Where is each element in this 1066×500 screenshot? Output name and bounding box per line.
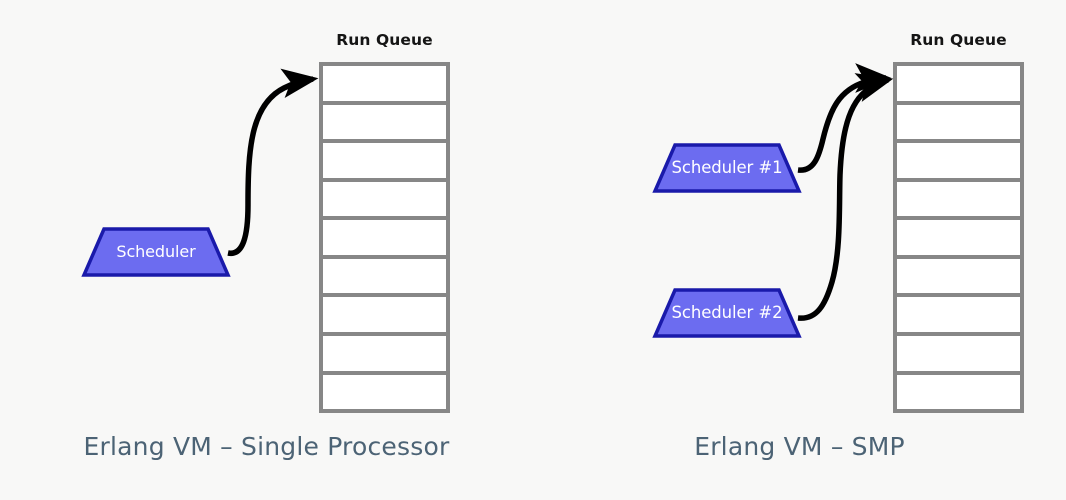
trapezoid-shape (652, 288, 802, 338)
run-queue-cell (319, 293, 450, 336)
arrow-scheduler-to-queue (227, 68, 319, 256)
run-queue-cell (319, 139, 450, 182)
run-queue-cell (893, 100, 1024, 144)
run-queue (319, 62, 450, 414)
scheduler-node[interactable]: Scheduler (81, 227, 231, 277)
arrow-scheduler-2-to-queue (797, 73, 894, 321)
run-queue-cell (319, 370, 450, 414)
panel-caption: Erlang VM – Single Processor (83, 432, 450, 461)
panel-single-processor: Run Queue Scheduler Erlang VM – Single P… (81, 31, 450, 461)
scheduler-1-node[interactable]: Scheduler #1 (652, 143, 802, 193)
arrow-layer (227, 68, 319, 256)
run-queue-cell (893, 254, 1024, 298)
run-queue-cell (893, 216, 1024, 259)
panel-smp: Run Queue Scheduler #1 Scheduler #2 (533, 0, 1066, 500)
run-queue-title: Run Queue (336, 31, 433, 49)
run-queue-title: Run Queue (910, 31, 1007, 49)
run-queue-cell (893, 177, 1024, 221)
scheduler-1-label: Scheduler #1 (671, 157, 783, 177)
run-queue-cell (319, 62, 450, 105)
run-queue-cell (893, 293, 1024, 336)
panel-caption: Erlang VM – SMP (694, 432, 905, 461)
run-queue-cell (893, 139, 1024, 182)
trapezoid-shape (81, 227, 231, 277)
run-queue (893, 62, 1024, 414)
run-queue-cell (893, 370, 1024, 414)
arrow-scheduler-1-to-queue (797, 63, 892, 173)
run-queue-cell (893, 331, 1024, 375)
run-queue-cell (319, 216, 450, 259)
run-queue-cell (319, 100, 450, 144)
run-queue-cell (319, 331, 450, 375)
run-queue-cell (893, 62, 1024, 105)
scheduler-2-node[interactable]: Scheduler #2 (652, 288, 802, 338)
scheduler-label: Scheduler (116, 242, 196, 261)
run-queue-cell (319, 177, 450, 221)
scheduler-2-label: Scheduler #2 (671, 302, 783, 322)
run-queue-cell (319, 254, 450, 298)
